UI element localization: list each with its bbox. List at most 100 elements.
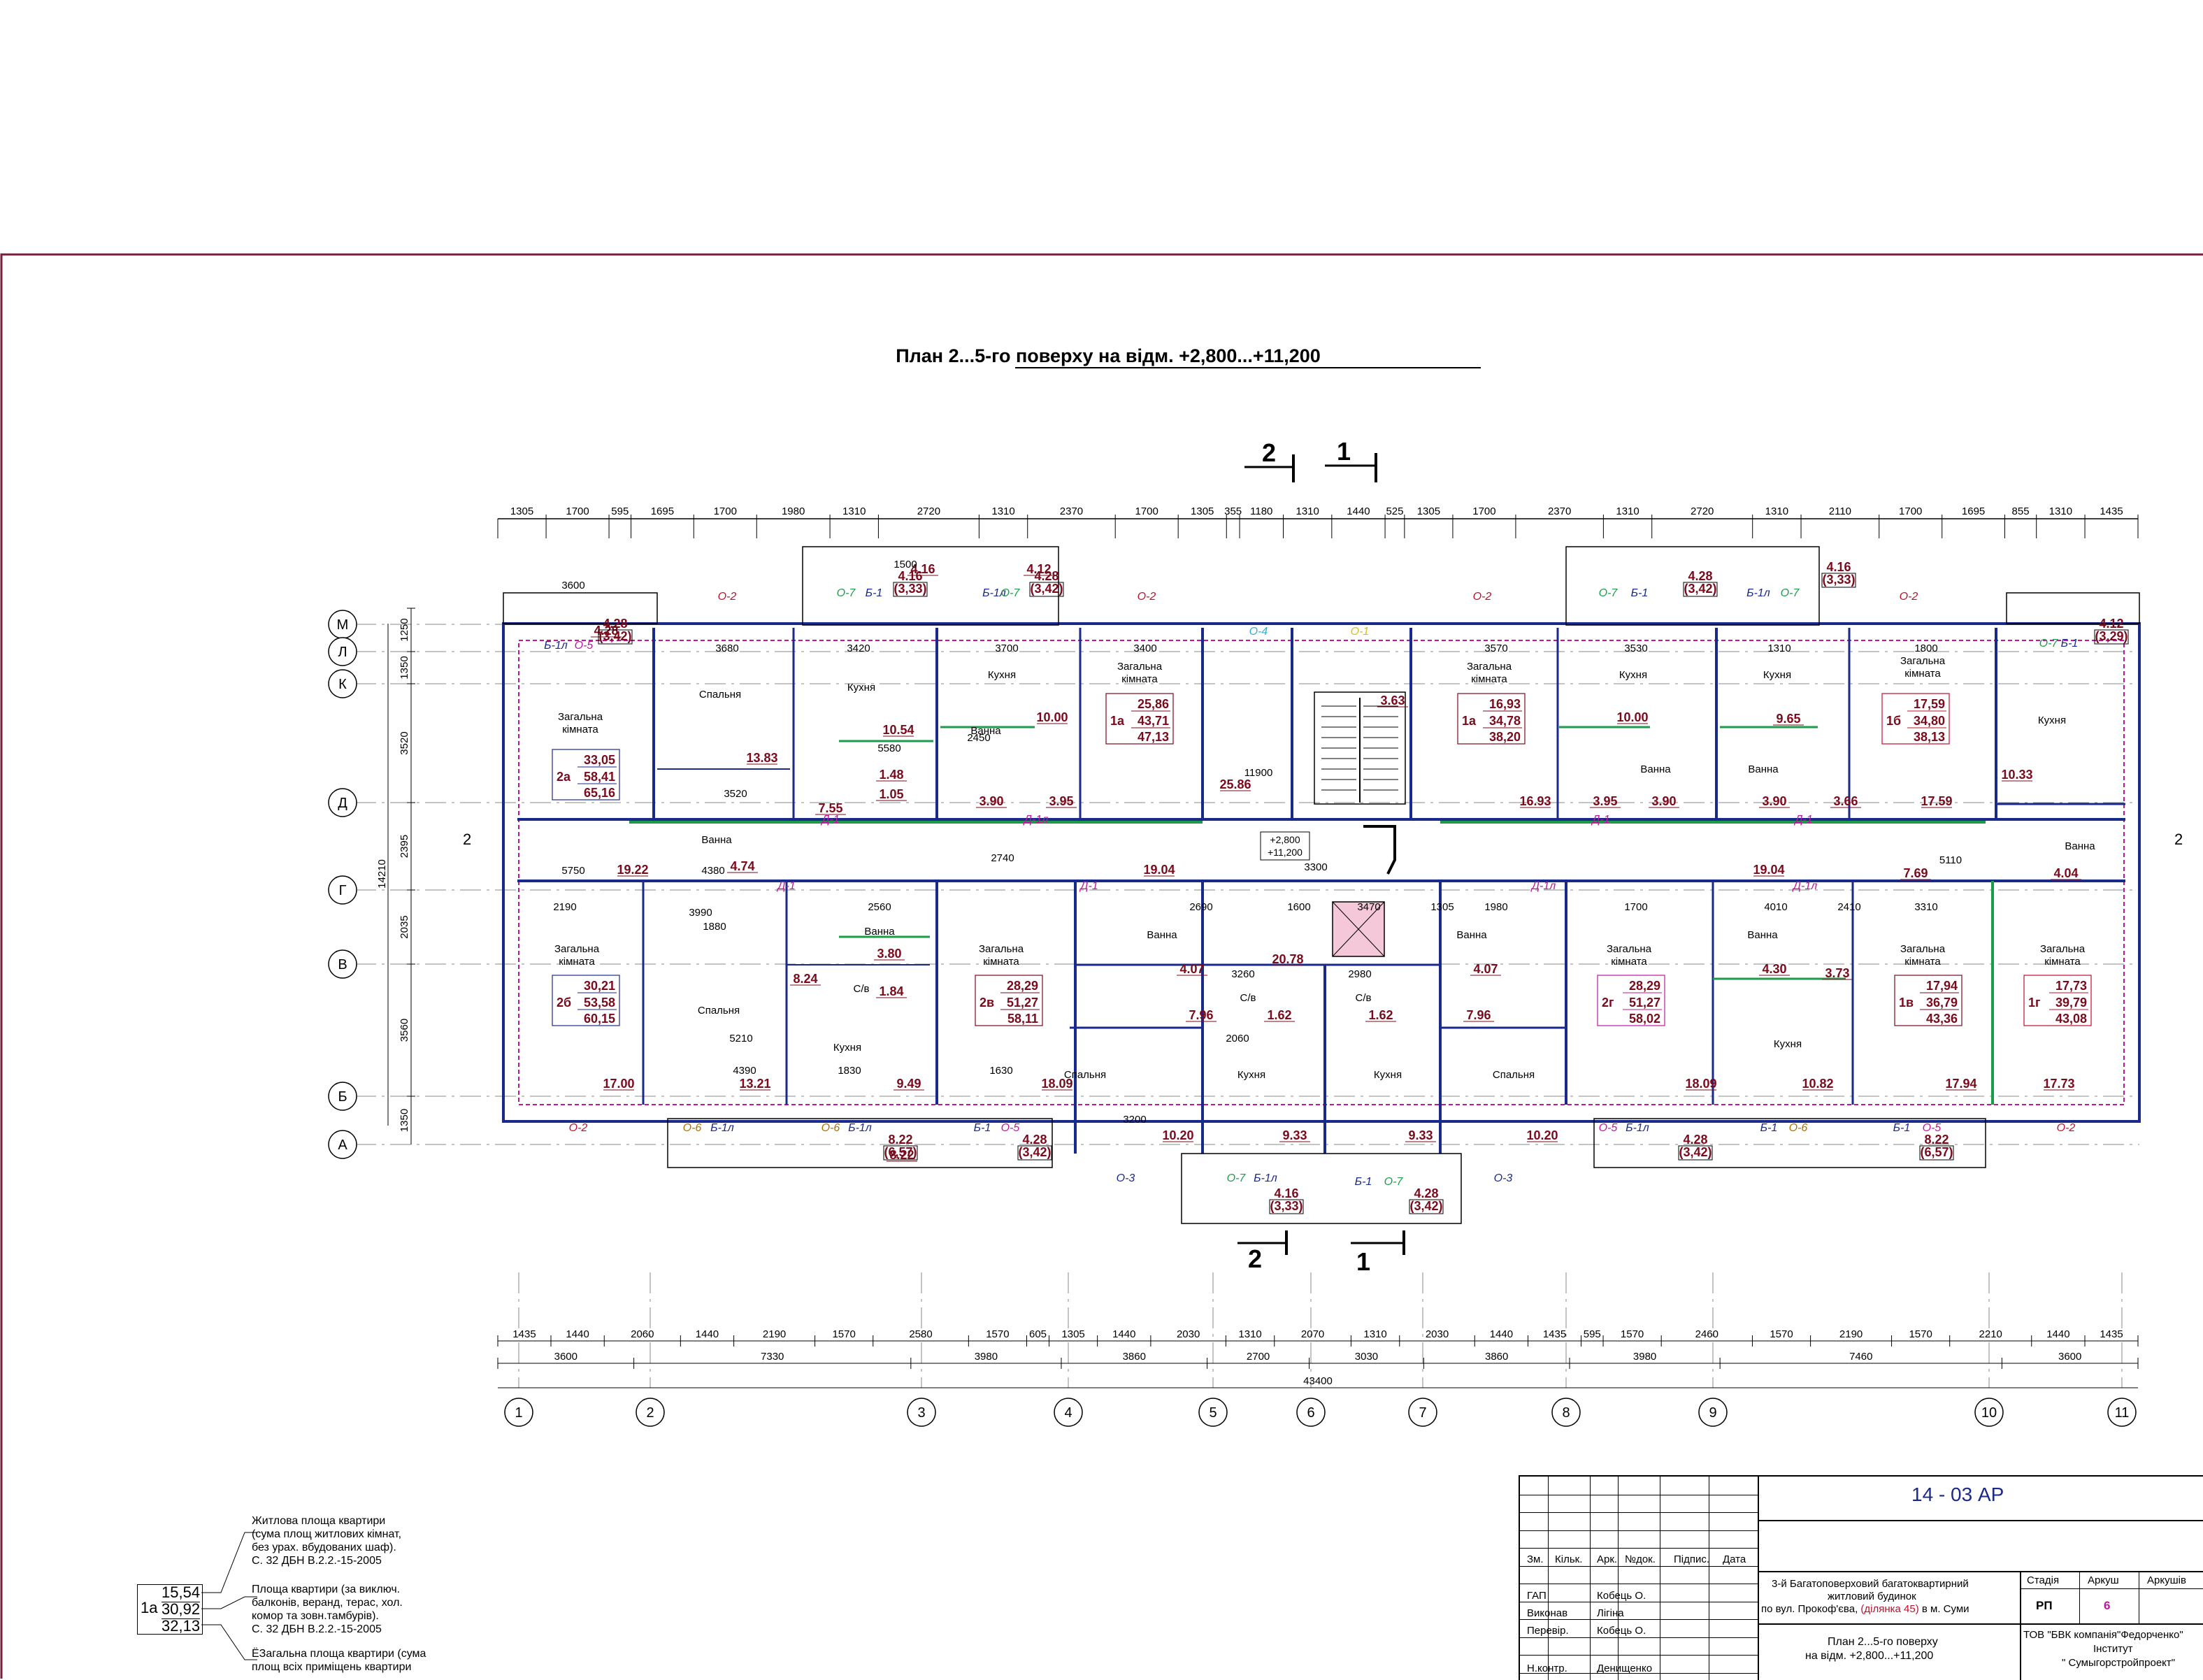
col-ark: Арк. (1597, 1553, 1618, 1565)
room-area: 10.82 (1802, 1077, 1833, 1091)
room-kukhnia: Кухня (833, 1042, 861, 1054)
bottom-dim: 2070 (1301, 1328, 1324, 1340)
name-vykonav: Лігіна (1597, 1607, 1624, 1619)
section-mark-2-bottom: 2 (1248, 1244, 1262, 1273)
top-dim: 1310 (991, 505, 1014, 517)
inner-dim: 2410 (1837, 901, 1860, 913)
inner-dim: 3530 (1624, 642, 1647, 654)
top-dim: 2370 (1548, 505, 1571, 517)
top-dim: 1700 (566, 505, 589, 517)
bottom-dim: 1305 (1061, 1328, 1084, 1340)
bottom-dim: 1435 (512, 1328, 536, 1340)
legend-l4: С. 32 ДБН В.2.2.-15-2005 (252, 1555, 382, 1567)
room-zagalna: кімната (1904, 956, 1941, 968)
left-dim: 3560 (399, 1019, 410, 1042)
col-pidpys: Підпис. (1674, 1553, 1710, 1565)
area-legend: Житлова площа квартири (сума площ житлов… (137, 1514, 438, 1679)
opening-mark: Д-1л (1023, 814, 1049, 826)
apartment-label: 2в (979, 996, 994, 1010)
drawing-code: 14 - 03 АР (1911, 1484, 2004, 1505)
apartment-area: 51,27 (1629, 996, 1660, 1010)
opening-mark: Д-1 (1793, 814, 1813, 826)
room-area: 17.00 (603, 1077, 634, 1091)
apartment-area: 36,79 (1926, 996, 1958, 1010)
apartment-total: 60,15 (584, 1012, 615, 1026)
balcony-area: 4.16 (898, 569, 922, 583)
opening-mark: Б-1л (1746, 587, 1770, 599)
room-vanna: Ванна (2065, 840, 2095, 852)
bottom-dim: 1440 (566, 1328, 589, 1340)
apartment-total: 58,02 (1629, 1012, 1660, 1026)
legend-sample-v2: 30,92 (162, 1600, 201, 1619)
axis-letter-6: Б (338, 1089, 347, 1105)
room-area: 25.86 (1219, 777, 1251, 791)
room-area: 18.09 (1685, 1077, 1716, 1091)
room-zagalna: Загальна (979, 943, 1024, 955)
axis-number-11: 11 (2115, 1405, 2130, 1421)
opening-mark: Д-1 (1079, 880, 1098, 892)
inner-dim: 3990 (689, 907, 712, 919)
left-total: 14210 (376, 859, 388, 889)
room-area: 7.55 (818, 801, 842, 815)
apartment-area: 51,27 (1007, 996, 1038, 1010)
apartment-area: 43,71 (1138, 714, 1169, 728)
opening-mark: О-7 (2039, 638, 2059, 649)
top-dim: 2720 (917, 505, 940, 517)
room-area: 7.96 (1466, 1008, 1491, 1022)
room-kukhnia: Кухня (1374, 1069, 1402, 1081)
legend-sample-box: 1а 15,54 30,92 32,13 (137, 1584, 203, 1635)
apartment-living: 33,05 (584, 753, 615, 767)
room-zagalna: кімната (983, 956, 1019, 968)
bottom-dim: 2190 (763, 1328, 786, 1340)
left-dim: 1250 (399, 618, 410, 641)
room-area: 1.05 (879, 787, 903, 801)
room-labels: ЗагальнакімнатаЗагальнакімнатаЗагальнакі… (554, 655, 2095, 1081)
room-area: 3.80 (877, 947, 901, 961)
opening-mark: Б-1л (544, 640, 568, 652)
room-zagalna: кімната (2044, 956, 2081, 968)
bottom-dim: 3600 (2058, 1351, 2081, 1363)
top-dim: 2110 (1829, 505, 1851, 517)
top-dim: 1180 (1250, 505, 1272, 517)
sheets-header: Аркушів (2147, 1574, 2186, 1586)
project-line1: 3-й Багатоповерховий багатоквартирний (1772, 1578, 1969, 1590)
bottom-dim: 1310 (1363, 1328, 1386, 1340)
room-area: 8.24 (793, 972, 817, 986)
role-perevir: Перевір. (1527, 1625, 1569, 1637)
inner-dim: 1980 (1484, 901, 1507, 913)
axis-letter-4: Г (339, 883, 347, 898)
opening-mark: Б-1л (1626, 1122, 1649, 1134)
room-vanna: Ванна (1456, 929, 1487, 941)
opening-mark: Б-1 (866, 587, 883, 599)
room-area: 17.94 (1945, 1077, 1976, 1091)
legend-l10: площ всіх приміщень квартири (252, 1661, 412, 1673)
axis-number-5: 5 (1209, 1405, 1217, 1421)
room-kukhnia: Кухня (1237, 1069, 1265, 1081)
room-area: 1.84 (879, 984, 903, 998)
inner-dim: 3600 (561, 580, 584, 591)
room-zagalna: Загальна (554, 943, 600, 955)
apartment-total: 43,08 (2055, 1012, 2087, 1026)
bottom-dim: 1435 (1543, 1328, 1566, 1340)
room-area: 3.95 (1593, 794, 1617, 808)
balcony-area: 4.28 (1022, 1133, 1047, 1147)
opening-mark: О-7 (1599, 587, 1619, 599)
room-zagalna: Загальна (1900, 655, 1946, 667)
apartment-total: 65,16 (584, 786, 615, 800)
balcony-area: 4.16 (1274, 1186, 1298, 1200)
apartment-total: 47,13 (1138, 730, 1169, 744)
opening-mark: О-6 (821, 1122, 840, 1134)
room-area: 3.90 (979, 794, 1003, 808)
bottom-dim: 605 (1029, 1328, 1047, 1340)
room-area: 1.48 (879, 768, 903, 782)
room-area: 4.16 (910, 562, 935, 576)
room-spalnia: Спальня (1493, 1069, 1535, 1081)
top-dim: 1700 (1472, 505, 1495, 517)
org-l1: ТОВ "БВК компанія"Федорченко" (2023, 1629, 2183, 1641)
top-dim: 1310 (2049, 505, 2072, 517)
